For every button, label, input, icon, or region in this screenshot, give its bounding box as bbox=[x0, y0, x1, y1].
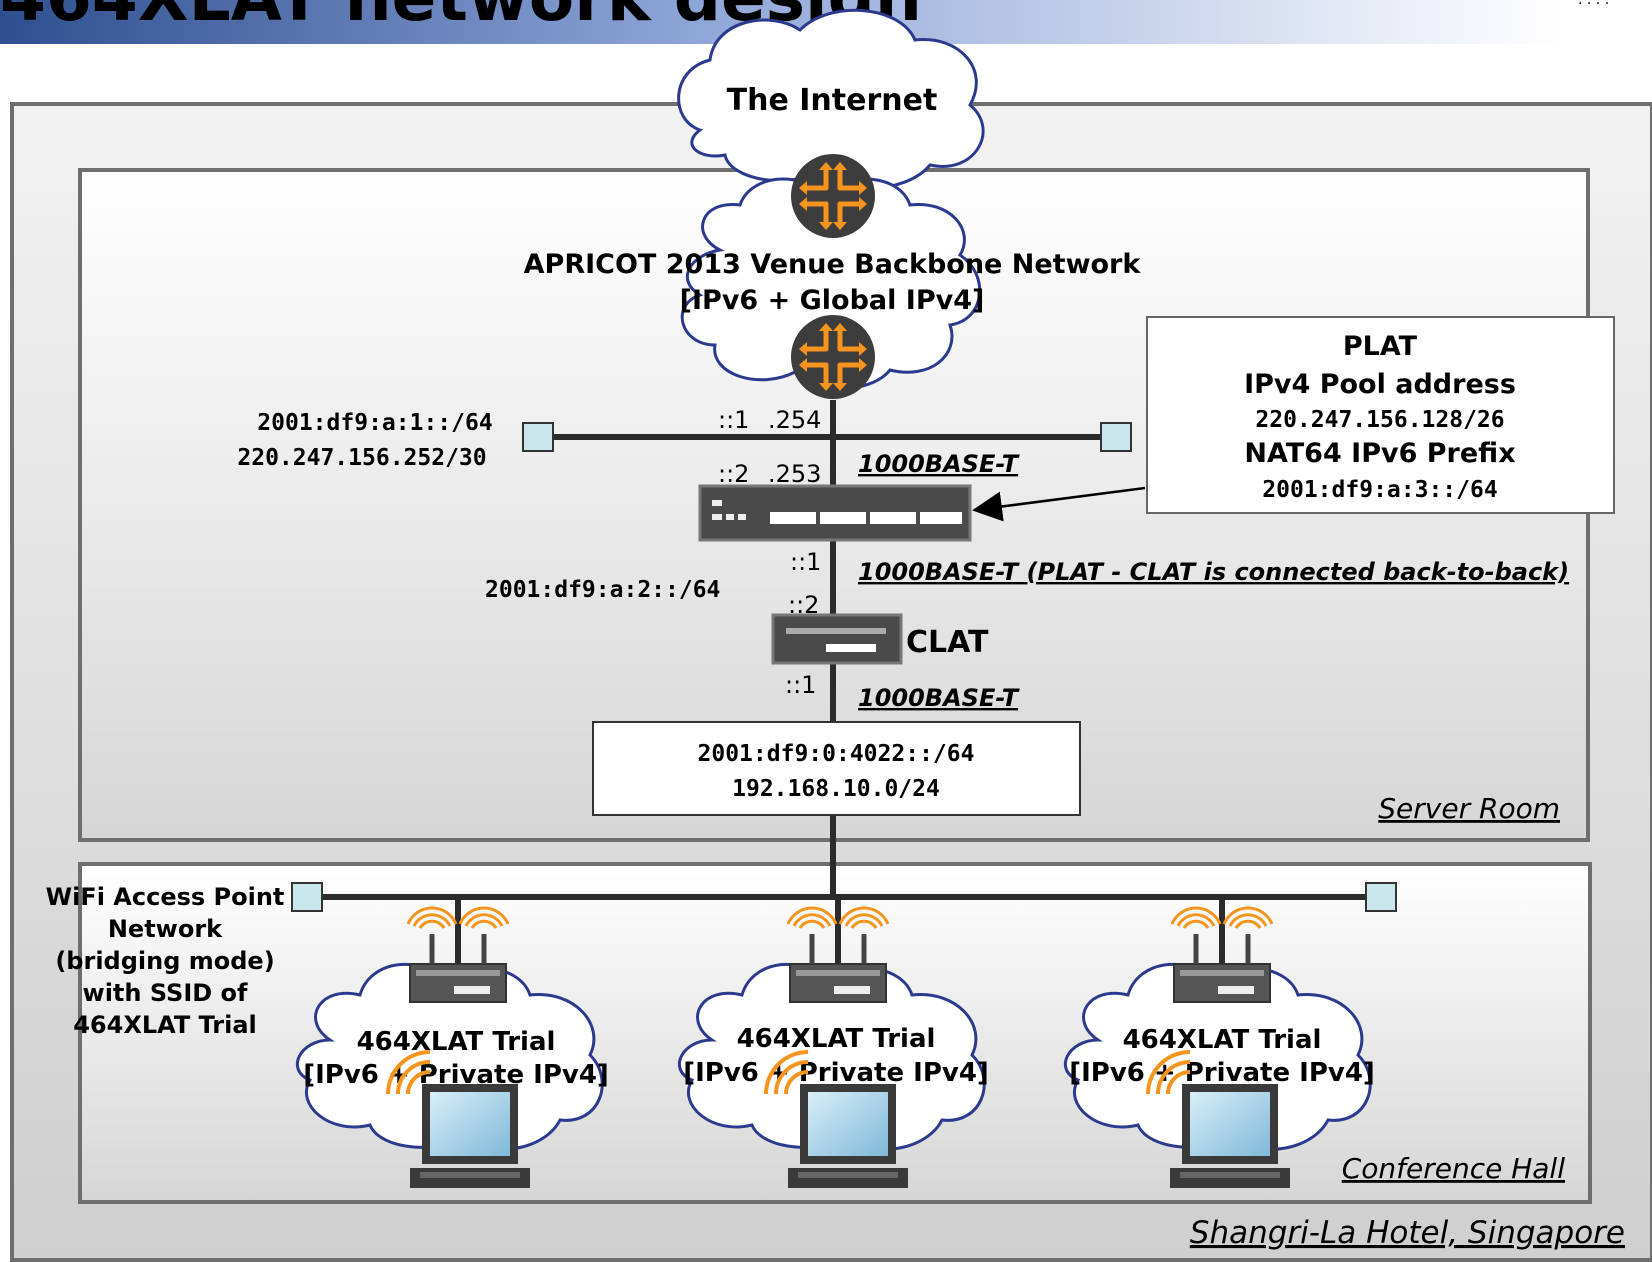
segment-terminator-left bbox=[522, 422, 554, 452]
router-v6-addr: ::1 bbox=[718, 406, 749, 434]
link-label-3: 1000BASE-T bbox=[858, 684, 1020, 712]
server-room-label: Server Room bbox=[1378, 792, 1560, 825]
client-label-1a: 464XLAT Trial bbox=[357, 1027, 556, 1057]
plat-device-icon bbox=[698, 484, 972, 542]
client-label-2a: 464XLAT Trial bbox=[737, 1024, 936, 1054]
client-label-3a: 464XLAT Trial bbox=[1123, 1025, 1322, 1055]
hotel-label: Shangri-La Hotel, Singapore bbox=[1190, 1215, 1625, 1251]
backbone-router-icon bbox=[791, 315, 875, 399]
b2b-prefix6: 2001:df9:a:2::/64 bbox=[485, 577, 720, 603]
conference-hall-label: Conference Hall bbox=[1342, 1152, 1566, 1185]
uplink-prefix6: 2001:df9:a:1::/64 bbox=[257, 410, 492, 436]
plat-v4-addr: .253 bbox=[768, 460, 821, 488]
client-label-2b: [IPv6 + Private IPv4] bbox=[683, 1058, 989, 1088]
backbone-label-1: APRICOT 2013 Venue Backbone Network bbox=[524, 249, 1142, 280]
plat-info-box bbox=[1146, 316, 1615, 514]
client-cloud-3 bbox=[1064, 963, 1372, 1151]
lan-prefix6: 2001:df9:0:4022::/64 bbox=[698, 741, 975, 767]
wifi-terminator-right bbox=[1365, 882, 1397, 912]
internet-router-icon bbox=[791, 154, 875, 238]
clat-label: CLAT bbox=[906, 625, 989, 660]
plat-pool-label: IPv4 Pool address bbox=[1244, 369, 1516, 400]
corner-dots: · · · · bbox=[1578, 0, 1609, 12]
clat-device-icon bbox=[771, 613, 903, 665]
lan-box bbox=[592, 721, 1081, 816]
plat-prefix: 2001:df9:a:3::/64 bbox=[1262, 477, 1497, 503]
b2b-plat-side: ::1 bbox=[790, 548, 821, 576]
lan-prefix4: 192.168.10.0/24 bbox=[732, 776, 940, 802]
client-cloud-1 bbox=[296, 963, 604, 1151]
backbone-label-2: [IPv6 + Global IPv4] bbox=[680, 285, 985, 316]
segment-terminator-right bbox=[1100, 422, 1132, 452]
wifi-label-3: (bridging mode) bbox=[55, 947, 274, 975]
link-label-1: 1000BASE-T bbox=[858, 450, 1020, 478]
clat-lan-side: ::1 bbox=[785, 671, 816, 699]
internet-label: The Internet bbox=[727, 83, 938, 118]
plat-v6-addr: ::2 bbox=[718, 460, 749, 488]
link-label-2: 1000BASE-T (PLAT - CLAT is connected bac… bbox=[858, 558, 1569, 586]
uplink-prefix4: 220.247.156.252/30 bbox=[237, 445, 486, 471]
internet-cloud: The Internet bbox=[677, 8, 985, 190]
client-label-3b: [IPv6 + Private IPv4] bbox=[1069, 1058, 1375, 1088]
wifi-label-5: 464XLAT Trial bbox=[73, 1011, 257, 1039]
wifi-label-1: WiFi Access Point bbox=[46, 883, 285, 911]
plat-pointer-arrow bbox=[972, 486, 1146, 522]
plat-title: PLAT bbox=[1343, 331, 1418, 362]
network-links bbox=[322, 400, 1370, 980]
client-cloud-2 bbox=[678, 963, 986, 1151]
wifi-label-2: Network bbox=[108, 915, 223, 943]
plat-pool: 220.247.156.128/26 bbox=[1255, 407, 1504, 433]
wifi-terminator-left bbox=[291, 882, 323, 912]
router-v4-addr: .254 bbox=[768, 406, 821, 434]
plat-prefix-label: NAT64 IPv6 Prefix bbox=[1244, 438, 1515, 469]
wifi-label-4: with SSID of bbox=[83, 979, 249, 1007]
